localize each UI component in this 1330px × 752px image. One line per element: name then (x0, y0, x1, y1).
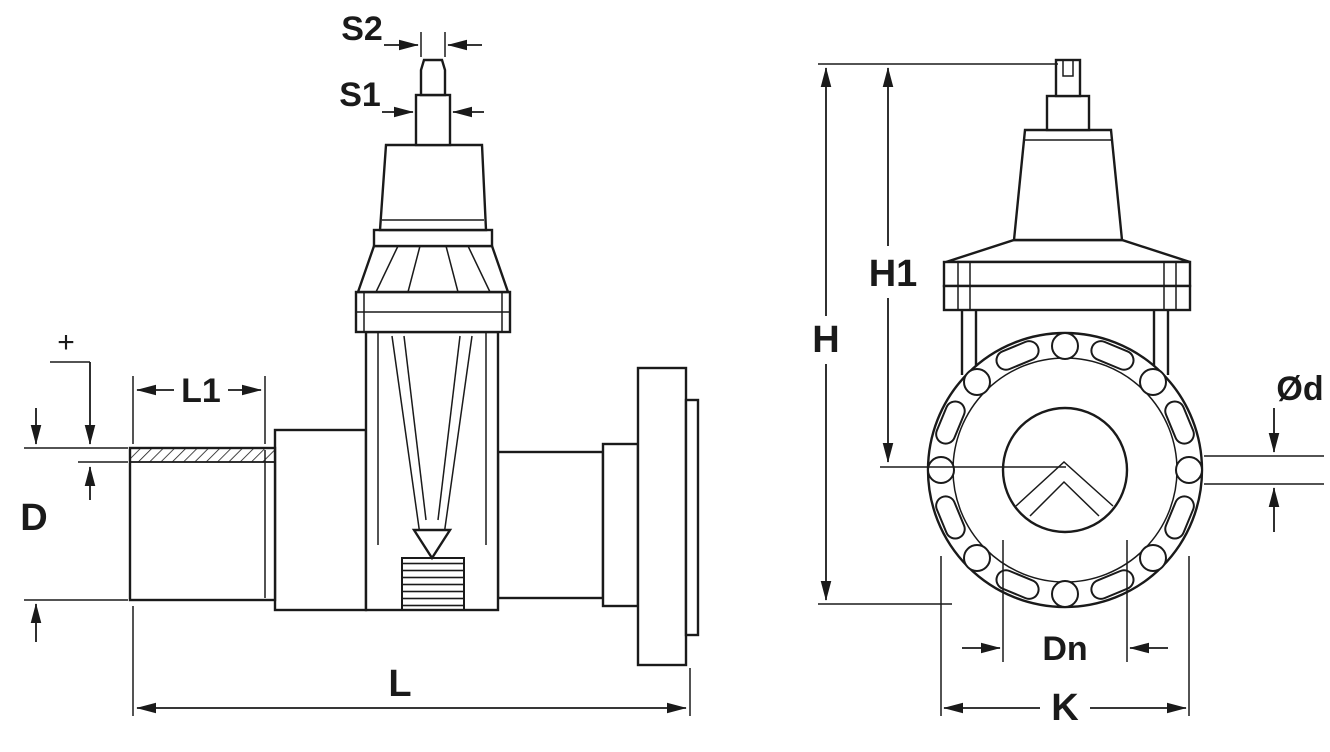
left-step-block (273, 428, 368, 612)
right-step (601, 442, 640, 608)
label-l1: L1 (181, 372, 221, 410)
wedge-inner-right (437, 335, 461, 521)
spigot-seal-hatch (129, 447, 276, 463)
bonnet-cone (356, 244, 510, 294)
dim-h1: H1 (869, 67, 1066, 468)
front-stem-tip (1054, 58, 1082, 98)
label-l: L (388, 663, 411, 705)
dim-s1: S1 (339, 76, 484, 118)
wedge-guide-right (443, 335, 473, 536)
dim-l1: L1 (132, 372, 266, 444)
front-flare (945, 238, 1191, 264)
wedge-tip (411, 528, 453, 561)
bonnet-flange-band-top (942, 260, 1192, 288)
label-od: Ød (1276, 370, 1323, 408)
dim-d: D (20, 408, 128, 642)
dim-tolerance: + (50, 326, 128, 500)
right-pipe (496, 450, 605, 600)
ring-slots (935, 340, 1195, 600)
label-h: H (812, 319, 839, 361)
front-view: H H1 Ød Dn (812, 58, 1324, 729)
flange (636, 366, 688, 667)
bonnet-flange-band-bottom (942, 284, 1192, 312)
label-dn: Dn (1042, 630, 1087, 668)
dim-h: H (812, 63, 1058, 605)
dim-od: Ød (1204, 370, 1324, 532)
bore-wedge-lower (1029, 480, 1100, 517)
stem-square (414, 93, 452, 147)
stem-tip (419, 58, 447, 97)
side-view: S2 S1 L1 D + (20, 10, 700, 716)
bore-wedge-upper (1015, 460, 1114, 507)
front-bonnet (1012, 128, 1124, 242)
flange-face (684, 398, 700, 637)
bore-circle (1001, 406, 1129, 534)
dim-s2: S2 (341, 10, 482, 57)
seat-thread-block (401, 557, 465, 611)
ring-bolt-holes (927, 332, 1203, 608)
front-stem-collar (1045, 94, 1091, 132)
dim-k: K (940, 556, 1190, 729)
cone-facet-2 (407, 245, 421, 293)
front-stem-notch (1062, 60, 1074, 77)
dim-l: L (132, 606, 691, 716)
cone-facet-4 (467, 245, 491, 293)
gland-block (378, 143, 488, 232)
gland-step (372, 228, 494, 248)
label-d: D (20, 497, 47, 539)
label-h1: H1 (869, 253, 918, 295)
label-s2: S2 (341, 10, 383, 48)
label-k: K (1051, 687, 1079, 729)
dim-dn: Dn (962, 540, 1168, 668)
spigot-pipe (128, 446, 277, 602)
label-s1: S1 (339, 76, 381, 114)
label-tolerance-plus: + (57, 326, 75, 359)
wedge-inner-left (403, 335, 427, 521)
cone-facet-3 (445, 245, 459, 293)
wedge-guide-left (391, 335, 421, 536)
cone-facet-1 (375, 245, 399, 293)
